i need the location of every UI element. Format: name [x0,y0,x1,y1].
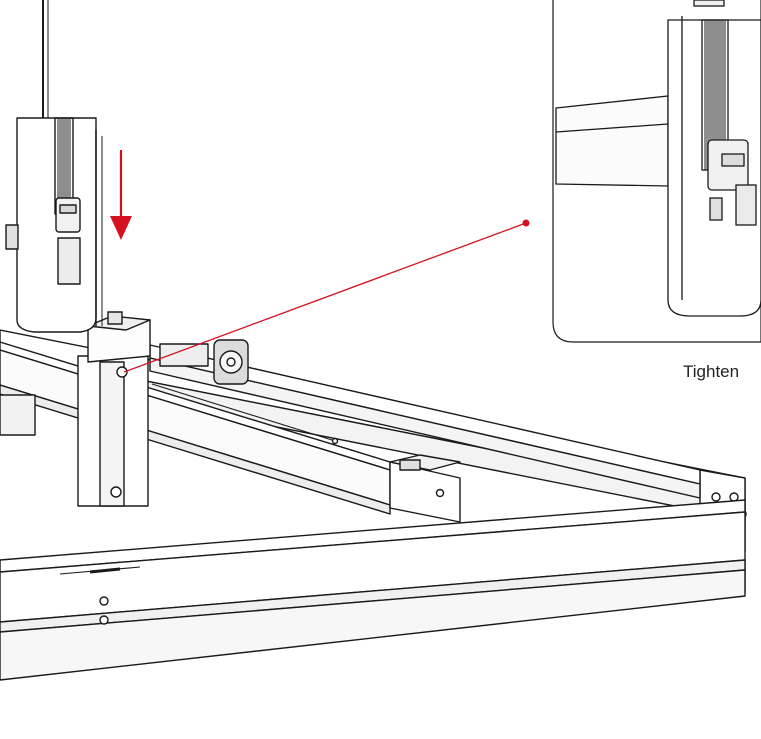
callout-inset [552,0,761,343]
belt-motor [159,339,249,385]
laser-carriage [77,311,151,507]
right-carriage [389,454,461,523]
laser-module [5,0,103,333]
callout-leader [123,219,530,373]
front-rail [0,499,746,681]
callout-caption: Tighten [683,362,740,381]
down-arrow [110,150,132,240]
side-rail [149,344,701,499]
